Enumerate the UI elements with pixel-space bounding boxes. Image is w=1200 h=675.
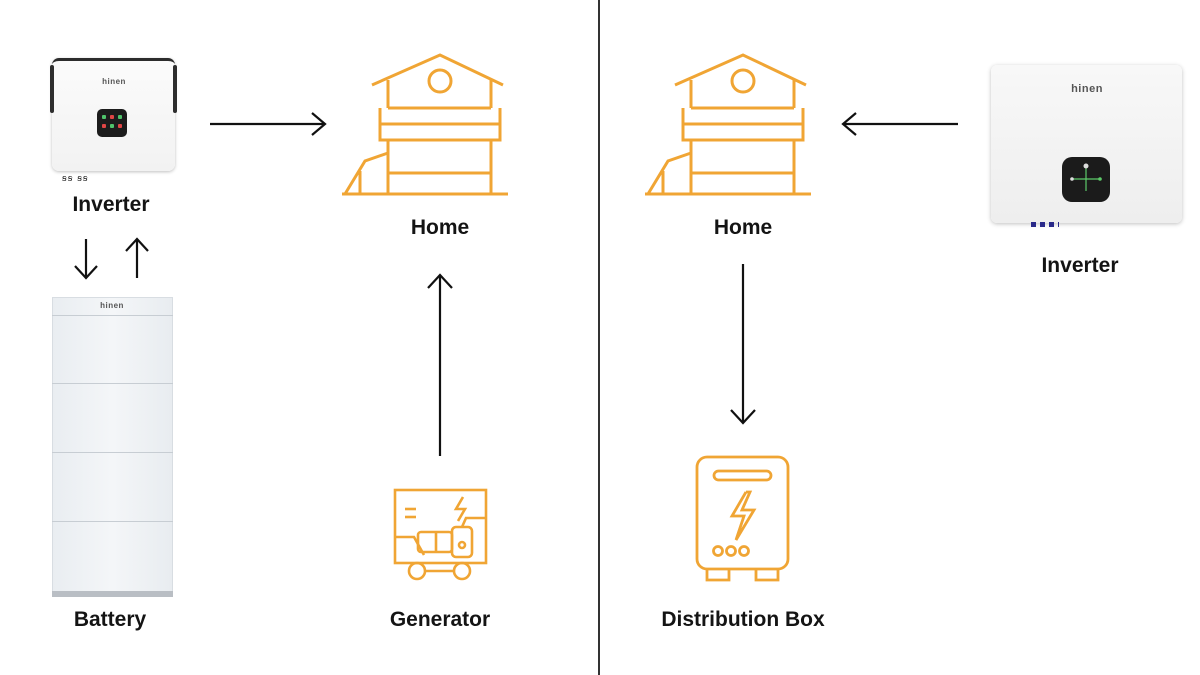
battery-module-seam (52, 315, 173, 316)
inverter-side-tab (173, 65, 177, 113)
battery-base (52, 591, 173, 597)
inverter-ports: ꞩꞩ ꞩꞩ (62, 174, 89, 184)
battery-stack-image: hinen (52, 297, 173, 597)
arrow-up-icon (125, 237, 149, 278)
home-label: Home (410, 216, 470, 239)
arrow-down-icon (74, 239, 98, 280)
string-inverter-image: hinen (991, 65, 1182, 227)
battery-module-seam (52, 521, 173, 522)
battery-module-seam (52, 452, 173, 453)
arrow-right-icon (210, 112, 327, 136)
house-icon (645, 53, 811, 196)
inverter-side-tab (50, 65, 54, 113)
inverter-brand-logo: hinen (1071, 83, 1103, 95)
inverter-label: Inverter (1041, 254, 1119, 277)
inverter-brand-logo: hinen (102, 77, 126, 86)
inverter-connectors (1031, 222, 1059, 227)
battery-brand-logo: hinen (100, 301, 124, 310)
inverter-label: Inverter (72, 193, 150, 216)
arrow-down-icon (730, 264, 756, 425)
distribution-box-icon (695, 455, 790, 582)
generator-label: Generator (389, 608, 491, 631)
panel-divider (598, 0, 600, 675)
hybrid-inverter-image: hinen ꞩꞩ ꞩꞩ (50, 58, 177, 184)
inverter-display (97, 109, 127, 137)
arrow-left-icon (841, 112, 958, 136)
battery-label: Battery (73, 608, 147, 631)
house-icon (342, 53, 508, 196)
battery-module-seam (52, 383, 173, 384)
inverter-display (1062, 157, 1110, 202)
generator-icon (393, 488, 488, 581)
arrow-up-icon (427, 273, 453, 456)
distribution-box-label: Distribution Box (661, 608, 825, 631)
home-label: Home (713, 216, 773, 239)
